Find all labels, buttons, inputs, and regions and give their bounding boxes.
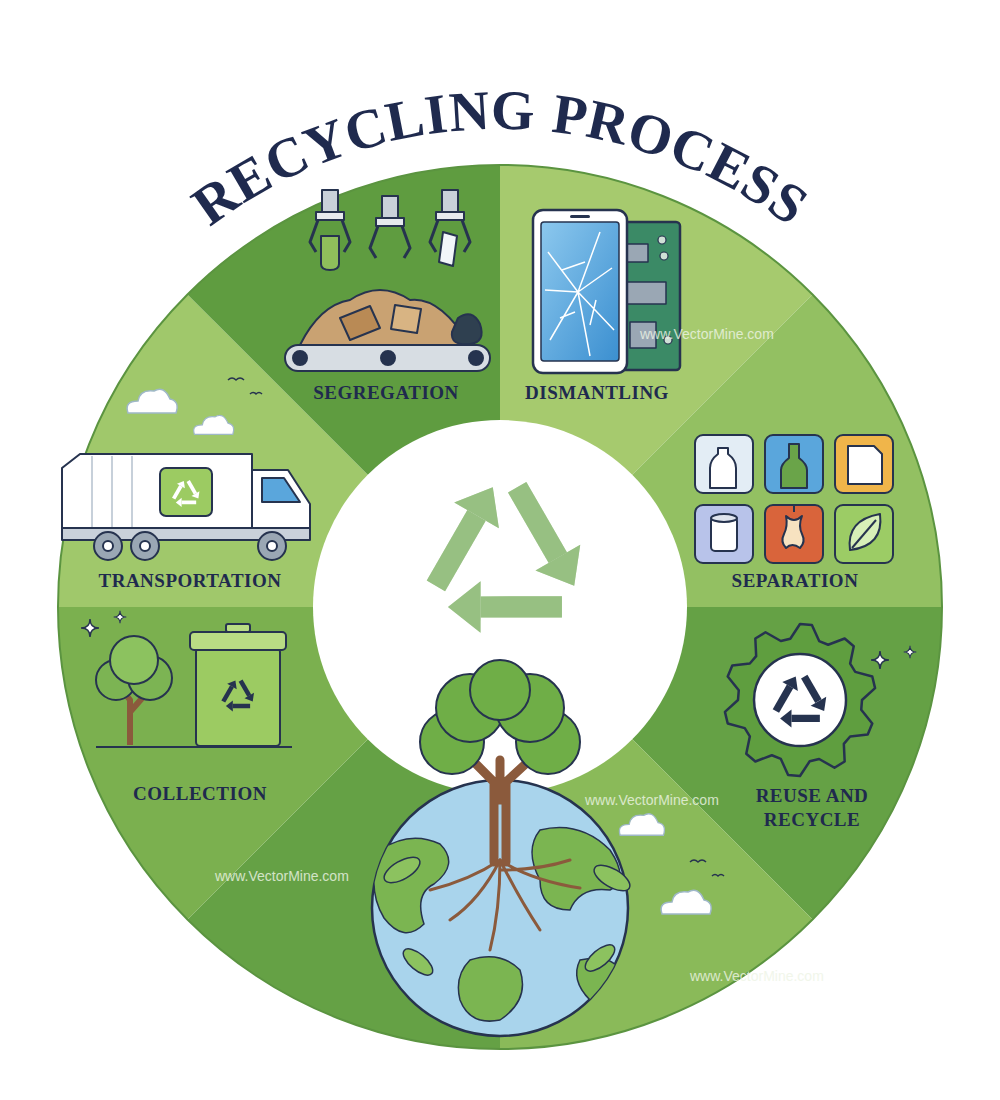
- step-name: REUSE AND RECYCLE: [731, 784, 893, 832]
- title: RECYCLING PROCESS: [0, 0, 1000, 260]
- step-wedge: COLLECTION: [129, 780, 271, 808]
- watermark: www.VectorMine.com: [640, 326, 774, 342]
- step-name: TRANSPORTATION: [99, 569, 282, 593]
- step-name: DISMANTLING: [525, 381, 669, 405]
- step-wedge: DISMANTLING: [521, 379, 673, 407]
- watermark: www.VectorMine.com: [585, 792, 719, 808]
- step-wedge: SEPARATION: [728, 567, 863, 595]
- step-wedge: SEGREGATION: [309, 379, 463, 407]
- watermark: www.VectorMine.com: [215, 868, 349, 884]
- step-name: SEGREGATION: [313, 381, 459, 405]
- title-letter: G: [491, 82, 536, 139]
- step-name: SEPARATION: [732, 569, 859, 593]
- gear-symbol: [725, 624, 875, 776]
- step-wedge: TRANSPORTATION: [95, 567, 286, 595]
- step-name: COLLECTION: [133, 782, 267, 806]
- watermark: www.VectorMine.com: [690, 968, 824, 984]
- title-letter: N: [447, 82, 491, 140]
- step-wedge: REUSE AND RECYCLE: [727, 782, 897, 834]
